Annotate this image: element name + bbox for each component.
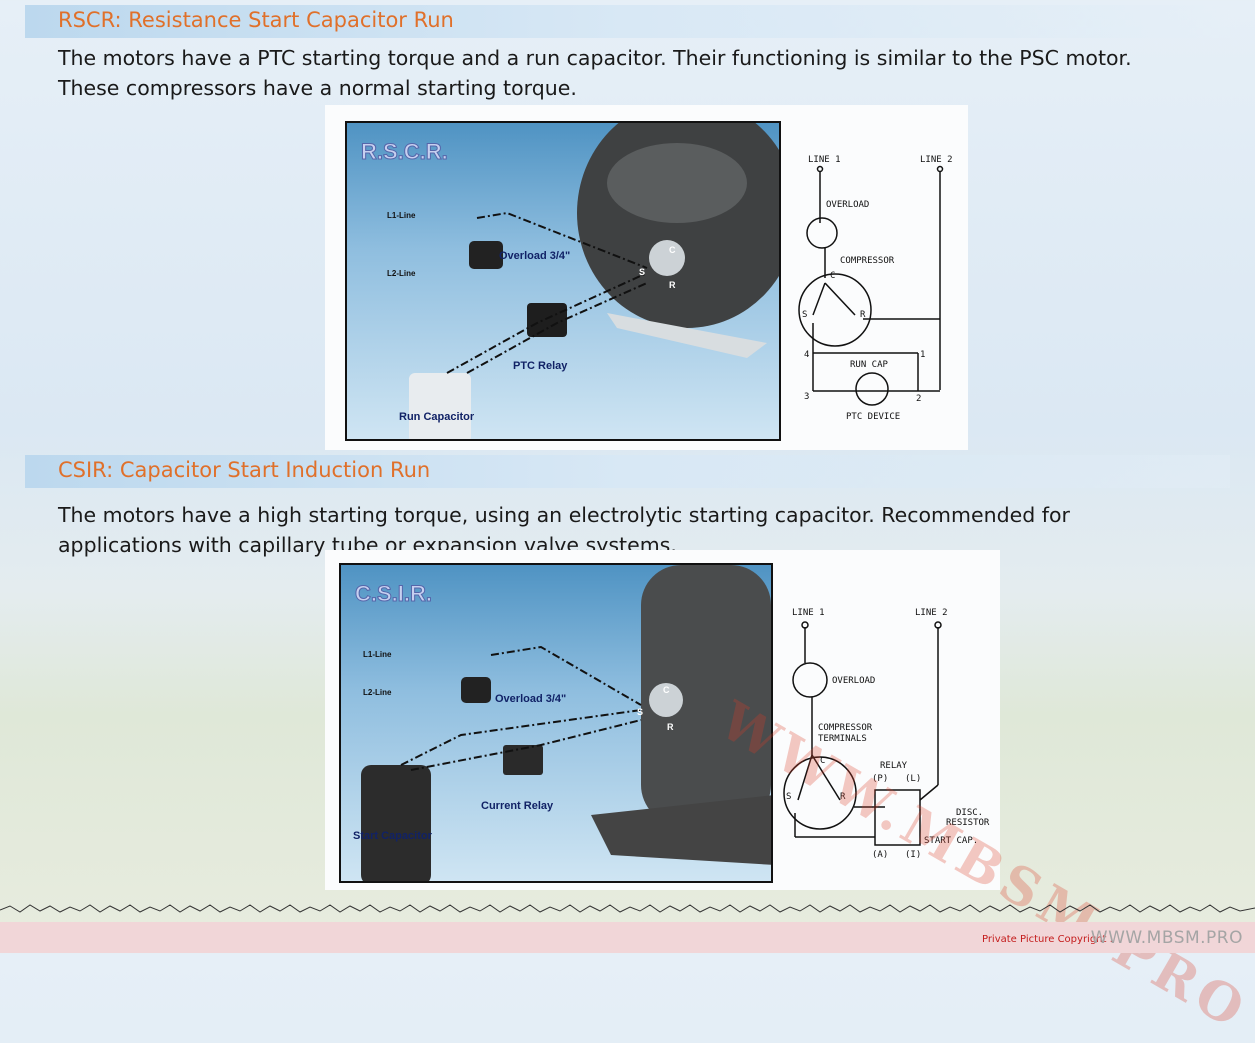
node-4: 4 [804,350,809,360]
photo-logo: C.S.I.R. [355,581,432,606]
node-3: 3 [804,392,809,402]
overload-label: OVERLOAD [826,200,869,210]
ptc-relay-part [527,303,567,337]
l2-label: L2-Line [363,688,392,697]
compressor-label: COMPRESSOR [840,256,895,266]
torn-edge [0,900,1255,922]
overload-label: Overload 3/4" [495,693,566,705]
overload-label: Overload 3/4" [499,250,570,262]
section-header-csir: CSIR: Capacitor Start Induction Run [25,455,1230,488]
rscr-figure: R.S.C.R. L1-Line L2-Line Overload 3/4" P… [325,105,968,450]
l2-label: L2-Line [387,269,416,278]
overload-label: OVERLOAD [832,676,875,686]
terminal-c: C [830,271,835,281]
csir-photo: C.S.I.R. L1-Line L2-Line Overload 3/4" C… [339,563,773,883]
section-header-rscr: RSCR: Resistance Start Capacitor Run [25,5,1230,38]
current-relay-part [503,745,543,775]
line2-label: LINE 2 [920,155,953,165]
terminal-s: S [639,267,645,277]
terminal-r: R [860,310,866,320]
paragraph-line: The motors have a high starting torque, … [58,500,1208,530]
section-paragraph: The motors have a PTC starting torque an… [58,43,1208,103]
relay-a: (A) [872,850,888,860]
photo-logo: R.S.C.R. [361,139,448,164]
section-title: CSIR: Capacitor Start Induction Run [58,458,430,482]
relay-label: RELAY [880,761,908,771]
capacitor-label: Start Capacitor [353,830,433,842]
line1-label: LINE 1 [808,155,841,165]
line1-label: LINE 1 [792,608,825,618]
footer: Private Picture Copyright : WWW.MBSM.PRO [0,922,1255,953]
l1-label: L1-Line [363,650,392,659]
terminal-r: R [669,280,676,290]
run-cap-label: RUN CAP [850,360,889,370]
terminal-r: R [667,722,674,732]
section-title: RSCR: Resistance Start Capacitor Run [58,8,454,32]
l1-label: L1-Line [387,211,416,220]
relay-l: (L) [905,774,921,784]
node-1: 1 [920,350,925,360]
relay-label: Current Relay [481,800,554,812]
compressor-label: COMPRESSOR [818,723,873,733]
paragraph-line: The motors have a PTC starting torque an… [58,43,1208,73]
capacitor-label: Run Capacitor [399,411,475,423]
line2-label: LINE 2 [915,608,948,618]
terminal-s: S [802,310,807,320]
capacitor-part [409,373,471,441]
relay-label: PTC Relay [513,360,568,372]
overload-part [461,677,491,703]
terminal-s: S [786,792,791,802]
node-2: 2 [916,394,921,404]
capacitor-part [361,765,431,883]
ptc-label: PTC DEVICE [846,412,900,422]
terminal-s: S [637,707,643,717]
paragraph-line: These compressors have a normal starting… [58,73,1208,103]
site-link[interactable]: WWW.MBSM.PRO [1091,928,1243,948]
terminal-c: C [663,685,670,695]
rscr-wiring-diagram: LINE 1 LINE 2 OVERLOAD COMPRESSOR C S R … [780,145,970,425]
overload-part [469,241,503,269]
terminal-c: C [669,245,676,255]
rscr-photo: R.S.C.R. L1-Line L2-Line Overload 3/4" P… [345,121,781,441]
